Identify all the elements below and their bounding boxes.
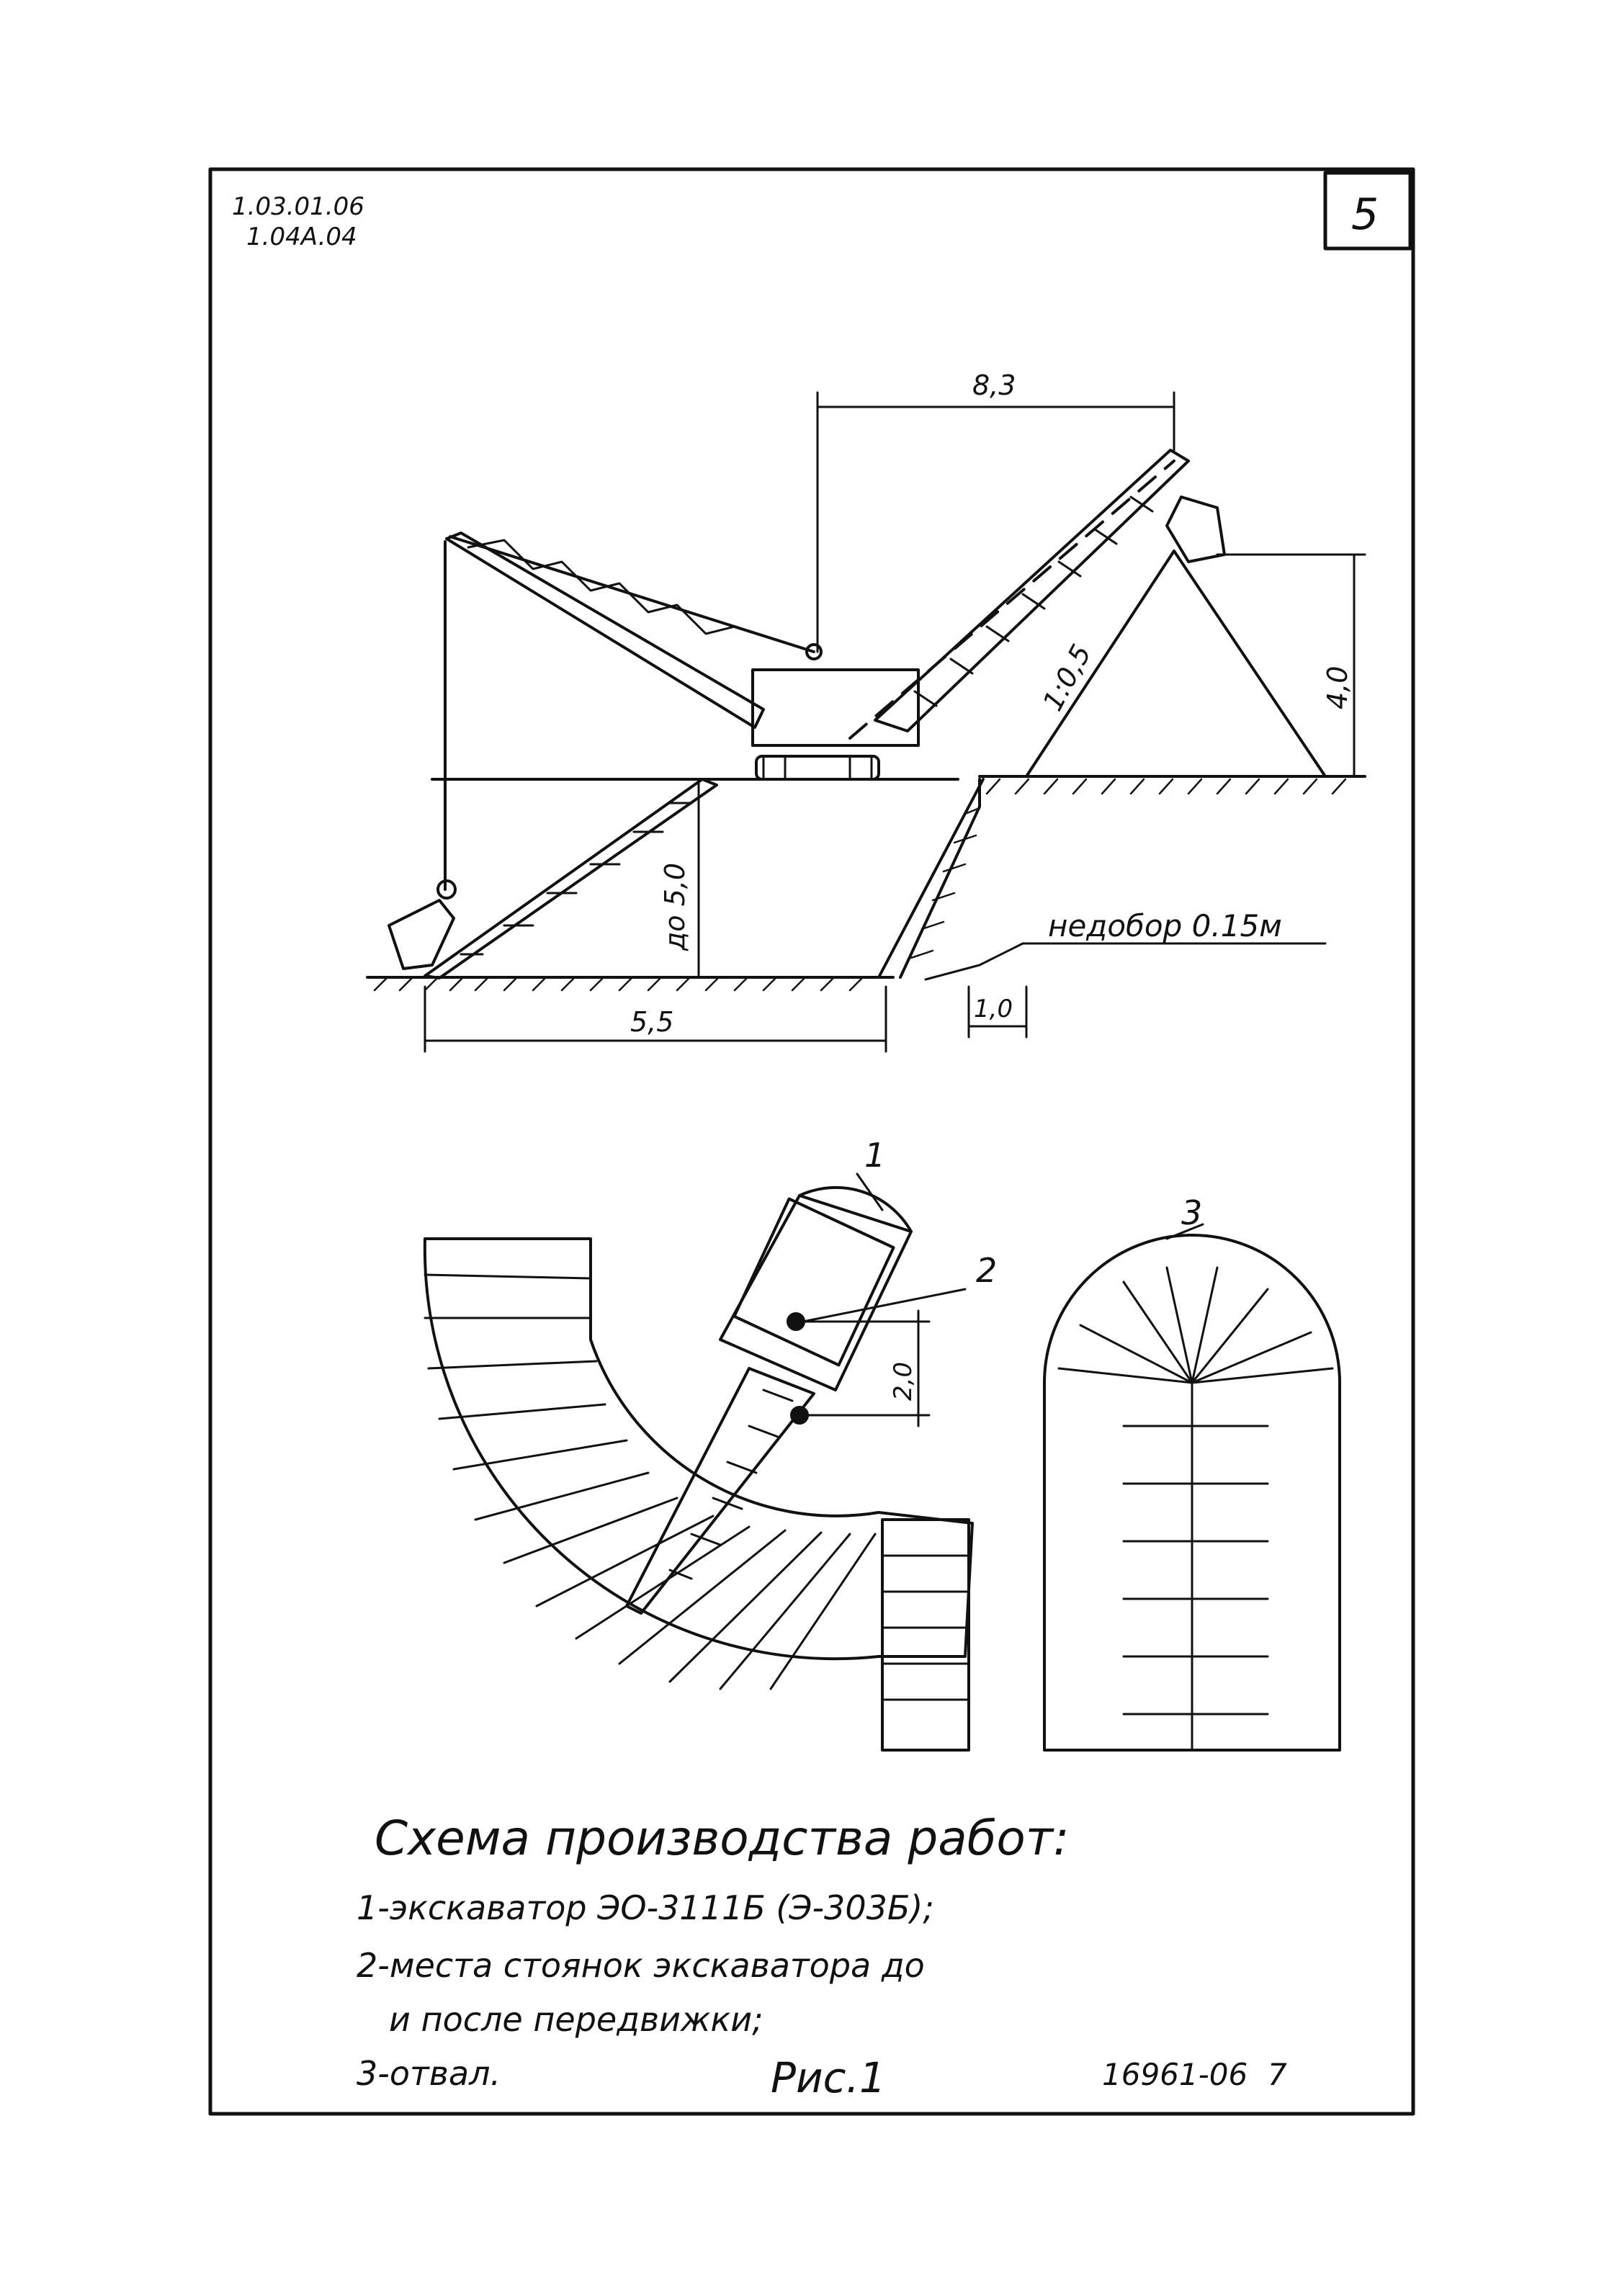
excavator-section bbox=[388, 449, 1226, 979]
pit-wall bbox=[877, 778, 985, 979]
bucket-left bbox=[388, 899, 455, 970]
boom-right bbox=[874, 449, 1190, 732]
bucket-right bbox=[1165, 495, 1226, 563]
sheave bbox=[805, 643, 823, 660]
caption-item-4: 3-отвал. bbox=[357, 2054, 501, 2093]
drawing-frame bbox=[208, 167, 1415, 2116]
dump-height-label: 4,0 bbox=[1322, 666, 1353, 709]
slope-label: 1:0,5 bbox=[1036, 640, 1098, 717]
trench-arc bbox=[423, 1237, 974, 1661]
bucket-hanger bbox=[436, 879, 457, 900]
dig-depth-label: до 5,0 bbox=[659, 863, 691, 951]
callout-1: 1 bbox=[864, 1136, 885, 1175]
sheet-number: 5 bbox=[1351, 189, 1379, 240]
sheet-number-box bbox=[1323, 171, 1412, 251]
caption-item-1: 1-экскаватор ЭО-3111Б (Э-303Б); bbox=[357, 1888, 934, 1927]
document-code: 16961-06 bbox=[1102, 2057, 1248, 2092]
berm-label: 1,0 bbox=[974, 995, 1013, 1023]
trench-segments bbox=[424, 1273, 877, 1690]
code-line-1: 1.03.01.06 bbox=[232, 192, 364, 221]
excavator-cab bbox=[751, 668, 920, 747]
caption-title: Схема производства работ: bbox=[375, 1811, 1069, 1866]
caption-item-2: 2-места стоянок экскаватора до bbox=[357, 1946, 925, 1985]
trench-tail bbox=[881, 1518, 970, 1752]
plan-view bbox=[423, 1172, 1341, 1752]
figure-label: Рис.1 bbox=[771, 2053, 886, 2102]
pit-wall-outer bbox=[899, 778, 981, 979]
section-view bbox=[366, 391, 1366, 1053]
spoil-heap-plan bbox=[1043, 1234, 1341, 1752]
page-number: 7 bbox=[1268, 2057, 1287, 2092]
excavator-plan-track bbox=[733, 1197, 895, 1367]
annotation-leader bbox=[924, 942, 1327, 981]
annotation-underdig: недобор 0.15м bbox=[1048, 908, 1282, 943]
dig-boom bbox=[424, 778, 718, 979]
spoil-heap bbox=[1025, 550, 1327, 778]
dig-radius-label: 5,5 bbox=[630, 1006, 673, 1038]
excavator-plan-boom bbox=[625, 1367, 815, 1615]
caption-item-3: и после передвижки; bbox=[389, 2000, 763, 2039]
excavator-track bbox=[755, 755, 880, 781]
reach-label: 8,3 bbox=[972, 369, 1016, 401]
callout-2: 2 bbox=[976, 1251, 997, 1290]
ground-hatching bbox=[373, 778, 1347, 992]
code-line-2: 1.04A.04 bbox=[246, 223, 357, 251]
hoist-rope bbox=[449, 535, 815, 653]
stand-point-2 bbox=[790, 1406, 809, 1425]
callout-3: 3 bbox=[1181, 1193, 1202, 1232]
step-dimension-label: 2,0 bbox=[889, 1362, 918, 1401]
excavator-plan-body bbox=[719, 1194, 913, 1391]
boom-left bbox=[445, 532, 765, 729]
boom-dashed bbox=[848, 459, 1175, 740]
stand-point-1 bbox=[787, 1312, 805, 1331]
